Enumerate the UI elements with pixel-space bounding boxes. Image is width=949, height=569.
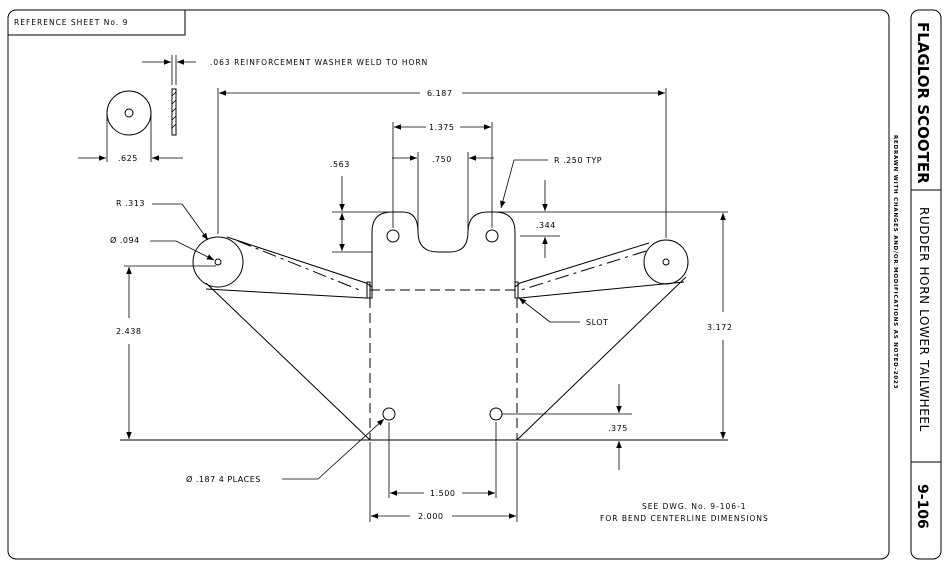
- center-tab: [371, 211, 516, 287]
- reference-box: [8, 10, 186, 36]
- dim-tab-spacing: 1.375: [429, 123, 454, 132]
- dim-base-width: 2.000: [418, 512, 443, 521]
- dim-radius-end: R .313: [116, 199, 145, 208]
- revision-note: REDRAWN WITH CHANGES AND/OR MODIFICATION…: [892, 135, 898, 389]
- dim-tab-height: .563: [330, 160, 350, 169]
- left-arm: [205, 236, 373, 299]
- dim-hole-end: Ø .094: [110, 235, 140, 245]
- dim-height-right: 3.172: [707, 323, 732, 332]
- washer-circle: [106, 90, 152, 136]
- dim-tab-gap: .750: [432, 155, 452, 164]
- left-ear: [192, 236, 244, 288]
- tab-hole-left: [386, 229, 400, 243]
- dim-washer: .625: [118, 154, 138, 163]
- dim-hole-offset: .375: [608, 424, 628, 433]
- tab-hole-right: [485, 229, 499, 243]
- note-line-1: SEE DWG. No. 9-106-1: [642, 502, 747, 511]
- washer-hole: [124, 108, 134, 118]
- washer-detail: .063 REINFORCEMENT WASHER WELD TO HORN .…: [78, 55, 428, 163]
- dim-height-left: 2.438: [116, 327, 141, 336]
- holes-note: Ø .187 4 PLACES: [186, 474, 261, 484]
- reference-label: REFERENCE SHEET No. 9: [14, 18, 128, 27]
- note-line-2: FOR BEND CENTERLINE DIMENSIONS: [600, 514, 769, 523]
- dim-radius-tab: R .250 TYP: [554, 156, 602, 165]
- base-hole-right: [489, 407, 503, 421]
- dim-overall: 6.187: [427, 89, 452, 98]
- left-hole: [214, 258, 222, 266]
- dim-tab-offset: .344: [536, 221, 556, 230]
- base-hole-left: [382, 407, 396, 421]
- right-ear: [643, 239, 689, 285]
- title-block: [910, 9, 942, 560]
- dim-hole-spacing: 1.500: [430, 489, 455, 498]
- right-arm: [514, 242, 685, 299]
- drawing-border: [7, 9, 890, 560]
- part-name: RUDDER HORN LOWER TAILWHEEL: [917, 207, 931, 432]
- project-title: FLAGLOR SCOOTER: [914, 22, 932, 184]
- drawing-number: 9-106: [914, 484, 930, 529]
- washer-note: .063 REINFORCEMENT WASHER WELD TO HORN: [210, 58, 428, 67]
- slot-label: SLOT: [586, 318, 608, 327]
- horn-outline: [120, 211, 728, 441]
